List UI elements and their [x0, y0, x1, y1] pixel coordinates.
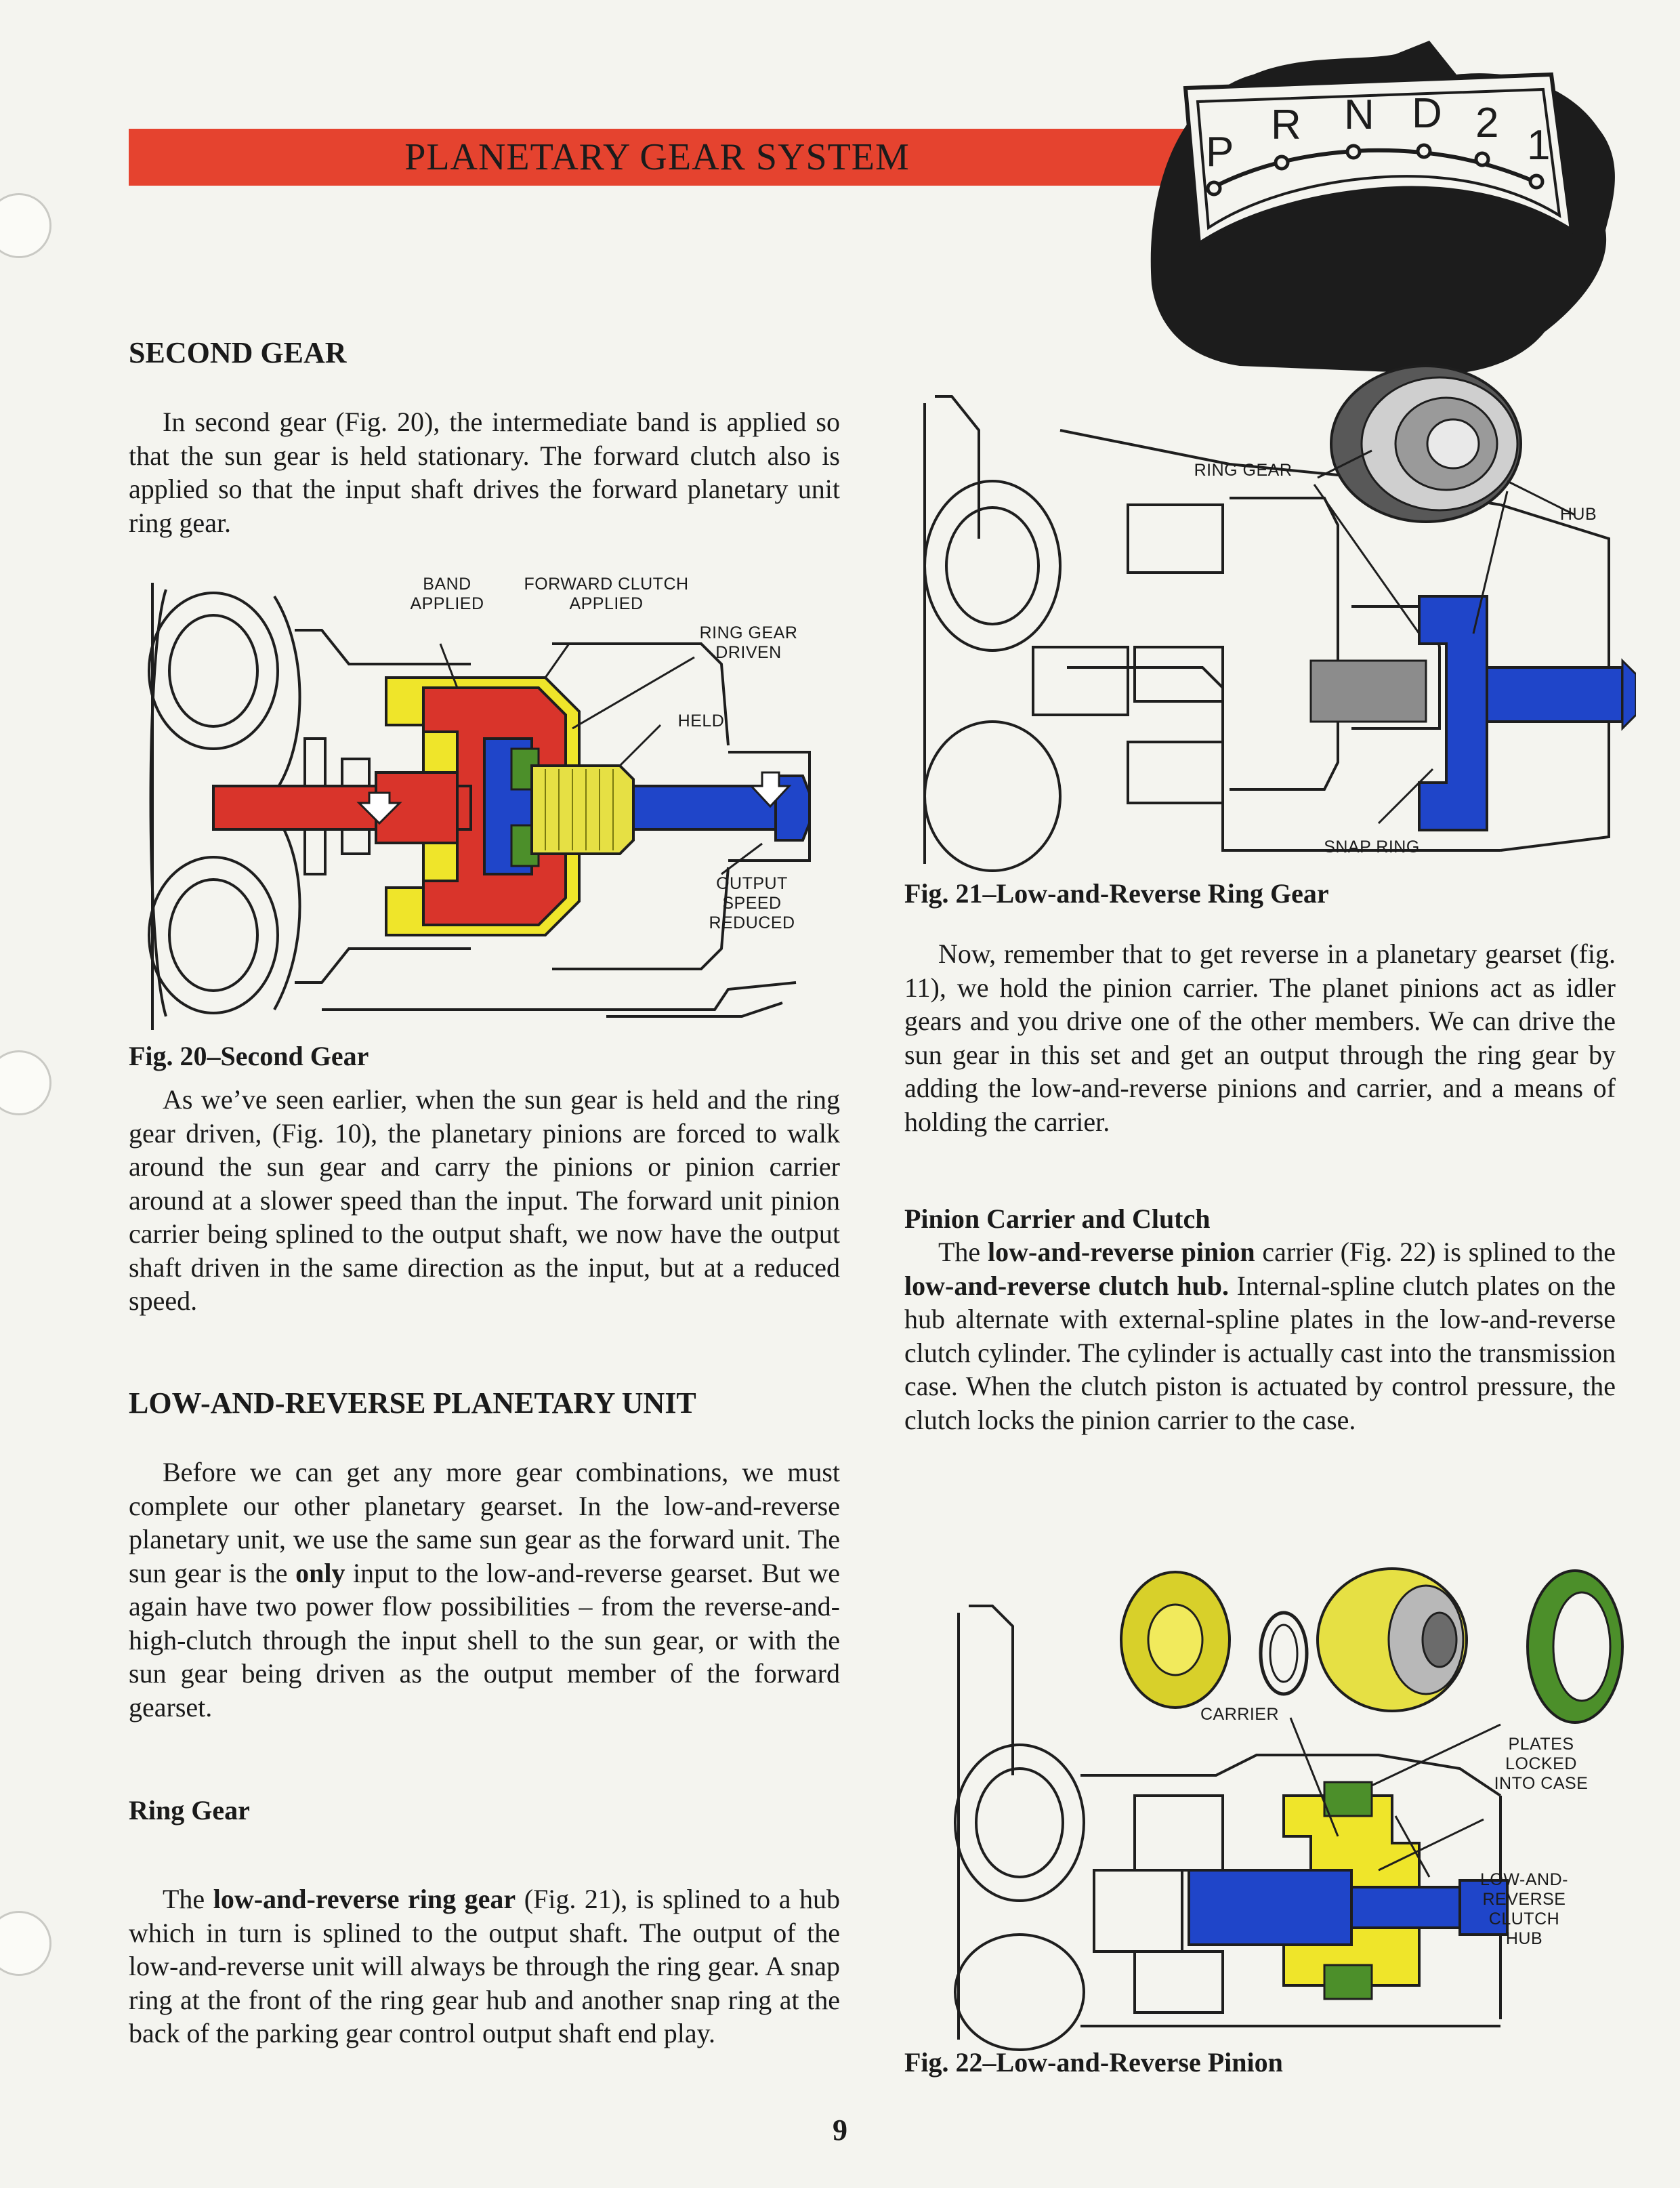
- selector-label-r: R: [1271, 102, 1301, 148]
- binder-hole-top: [0, 193, 51, 258]
- paragraph-low-and-reverse-unit: Before we can get any more gear combinat…: [129, 1457, 841, 1722]
- binder-hole-middle: [0, 1050, 51, 1115]
- selector-label-2: 2: [1475, 100, 1498, 146]
- fig20-label-band-applied: BAND APPLIED: [410, 575, 484, 613]
- fig21-low-and-reverse-ring-gear-diagram: [923, 365, 1636, 872]
- fig20-label-held: HELD: [677, 711, 725, 730]
- fig20-second-gear-diagram: [148, 583, 811, 1030]
- page-title: PLANETARY GEAR SYSTEM: [404, 136, 910, 178]
- fig20-label-ring-gear-driven: RING GEAR DRIVEN: [699, 623, 798, 662]
- selector-label-d: D: [1412, 90, 1442, 137]
- fig22-low-and-reverse-pinion-diagram: [954, 1567, 1624, 2051]
- selector-label-n: N: [1344, 91, 1374, 138]
- header-banner: [129, 129, 1185, 186]
- selector-label-p: P: [1206, 129, 1234, 176]
- paragraph-ring-gear: The low-and-reverse ring gear (Fig. 21),…: [129, 1884, 841, 2048]
- section-heading-pinion-carrier-clutch: Pinion Carrier and Clutch: [904, 1203, 1211, 1234]
- gear-selector-illustration: P R N D 2 1: [1150, 41, 1615, 375]
- fig21-caption: Fig. 21–Low-and-Reverse Ring Gear: [904, 878, 1329, 909]
- binder-hole-bottom: [0, 1911, 51, 1976]
- fig20-label-forward-clutch-applied: FORWARD CLUTCH APPLIED: [524, 575, 689, 613]
- section-heading-second-gear: SECOND GEAR: [129, 336, 347, 369]
- paragraph-reverse: Now, remember that to get reverse in a p…: [904, 938, 1616, 1137]
- fig22-label-plates-locked-into-case: PLATES LOCKED INTO CASE: [1494, 1735, 1589, 1793]
- paragraph-pinion-carrier-clutch: The low-and-reverse pinion carrier (Fig.…: [904, 1237, 1616, 1435]
- page-number: 9: [833, 2113, 847, 2147]
- fig20-caption: Fig. 20–Second Gear: [129, 1041, 369, 1071]
- fig20-label-output-speed-reduced: OUTPUT SPEED REDUCED: [709, 874, 795, 932]
- fig22-caption: Fig. 22–Low-and-Reverse Pinion: [904, 2047, 1283, 2078]
- paragraph-second-gear: In second gear (Fig. 20), the intermedia…: [129, 407, 840, 538]
- fig21-label-ring-gear: RING GEAR: [1194, 461, 1293, 480]
- fig21-label-hub: HUB: [1559, 505, 1597, 524]
- section-heading-low-and-reverse-unit: LOW-AND-REVERSE PLANETARY UNIT: [129, 1386, 696, 1420]
- fig21-label-snap-ring: SNAP RING: [1324, 838, 1420, 856]
- fig22-label-carrier: CARRIER: [1200, 1705, 1279, 1724]
- paragraph-pinions-walk: As we’ve seen earlier, when the sun gear…: [129, 1084, 840, 1316]
- fig22-label-low-and-reverse-clutch-hub: LOW-AND- REVERSE CLUTCH HUB: [1480, 1870, 1568, 1948]
- selector-label-1: 1: [1527, 122, 1550, 169]
- section-heading-ring-gear: Ring Gear: [129, 1795, 250, 1825]
